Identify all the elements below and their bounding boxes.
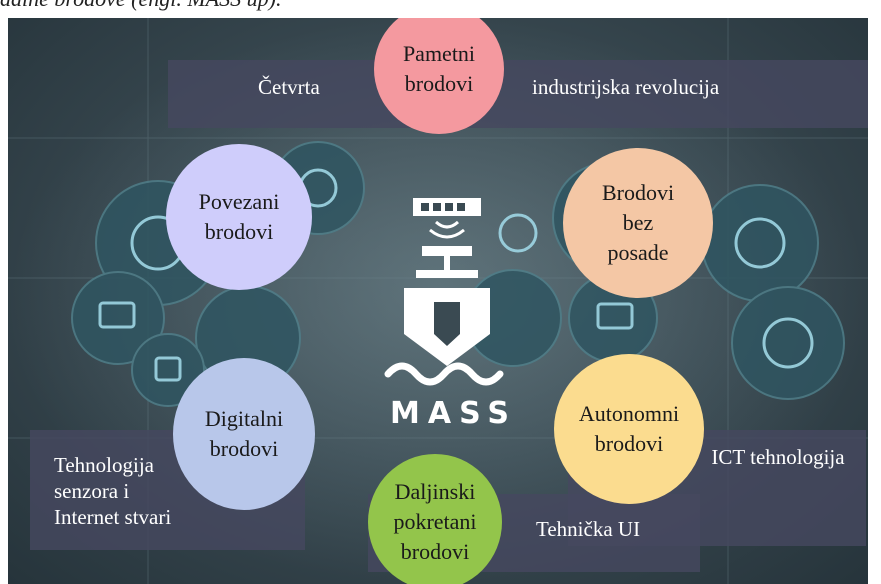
gear-icon (701, 184, 819, 302)
circle-label: Povezani brodovi (198, 189, 280, 244)
gear-icon (731, 286, 845, 400)
gear-icon (71, 271, 165, 365)
circle-autonomni-brodovi: Autonomni brodovi (554, 354, 704, 504)
circle-digitalni-brodovi: Digitalni brodovi (173, 358, 315, 510)
circle-pametni-brodovi: Pametni brodovi (374, 18, 504, 134)
label-industrijska-revolucija: industrijska revolucija (532, 75, 720, 99)
circle-daljinski-pokretani-brodovi: Daljinski pokretani brodovi (368, 454, 502, 584)
mass-label: MASS (390, 396, 517, 431)
circle-label: Pametni brodovi (402, 41, 476, 96)
circle-label: Autonomni brodovi (578, 401, 680, 456)
waves-icon (384, 362, 504, 386)
label-cetvrta: Četvrta (258, 75, 320, 99)
circle-label: Brodovi bez posade (601, 180, 675, 265)
label-ict-tehnologija: ICT tehnologija (711, 445, 845, 469)
circle-label: Daljinski pokretani brodovi (393, 479, 477, 564)
top-label-strip: Četvrta industrijska revolucija (168, 60, 868, 128)
label-tehnicka-ui: Tehnička UI (536, 517, 641, 541)
circle-label: Digitalni brodovi (204, 406, 284, 461)
ship-icon (404, 198, 490, 366)
figure-caption: dalne brodove (engl. MASS up). (0, 0, 881, 12)
label-tehnologija-senzora: Tehnologija senzora i Internet stvari (54, 453, 172, 529)
circle-povezani-brodovi: Povezani brodovi (166, 144, 312, 290)
circle-brodovi-bez-posade: Brodovi bez posade (563, 148, 713, 298)
mass-diagram-panel: MASS Četvrta industrijska revolucija Teh… (8, 18, 868, 584)
